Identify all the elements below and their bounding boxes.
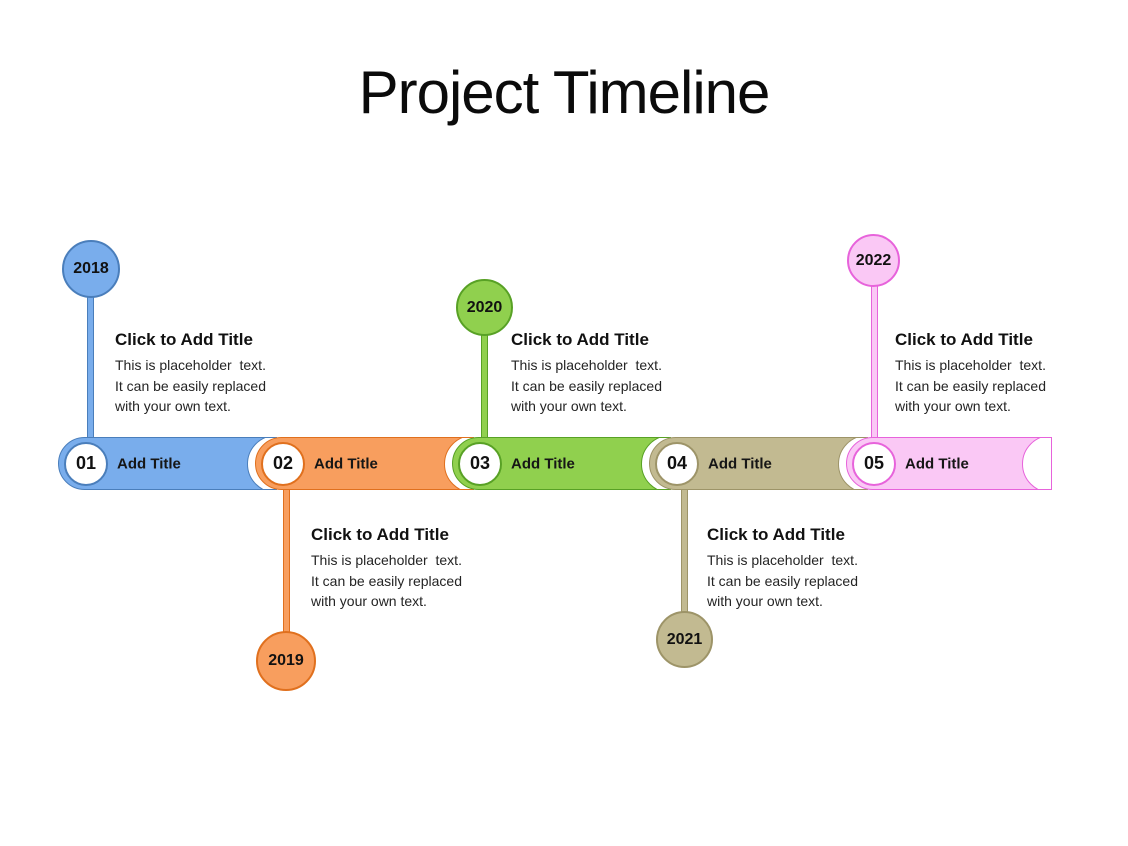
segment-title-placeholder[interactable]: Add Title (511, 455, 575, 472)
placeholder-text-block: Click to Add Title This is placeholder t… (115, 330, 330, 417)
placeholder-body[interactable]: This is placeholder text. It can be easi… (707, 552, 858, 609)
slide-title[interactable]: Project Timeline (358, 59, 771, 126)
placeholder-body[interactable]: This is placeholder text. It can be easi… (895, 357, 1046, 414)
segment-title-placeholder[interactable]: Add Title (117, 455, 181, 472)
year-badge[interactable]: 2021 (656, 611, 713, 668)
segment-title-placeholder[interactable]: Add Title (314, 455, 378, 472)
placeholder-text-block: Click to Add Title This is placeholder t… (311, 525, 526, 612)
segment-title-placeholder[interactable]: Add Title (708, 455, 772, 472)
placeholder-heading[interactable]: Click to Add Title (511, 330, 649, 349)
placeholder-heading[interactable]: Click to Add Title (115, 330, 253, 349)
step-number-badge: 01 (64, 441, 108, 486)
placeholder-text-block: Click to Add Title This is placeholder t… (895, 330, 1110, 417)
year-badge[interactable]: 2019 (256, 631, 316, 691)
placeholder-heading[interactable]: Click to Add Title (895, 330, 1033, 349)
year-badge[interactable]: 2022 (847, 234, 900, 287)
timeline-segment[interactable]: 04 Add Title (649, 437, 868, 490)
timeline-band: 01 Add Title 02 Add Title 03 Add Title 0… (58, 437, 1052, 490)
timeline-segment[interactable]: 03 Add Title (452, 437, 671, 490)
placeholder-body[interactable]: This is placeholder text. It can be easi… (115, 357, 266, 414)
placeholder-body[interactable]: This is placeholder text. It can be easi… (311, 552, 462, 609)
step-number-badge: 03 (458, 441, 502, 486)
placeholder-text-block: Click to Add Title This is placeholder t… (707, 525, 922, 612)
placeholder-heading[interactable]: Click to Add Title (311, 525, 449, 544)
step-number-badge: 04 (655, 441, 699, 486)
step-number-badge: 05 (852, 441, 896, 486)
placeholder-body[interactable]: This is placeholder text. It can be easi… (511, 357, 662, 414)
year-badge[interactable]: 2020 (456, 279, 513, 336)
segment-title-placeholder[interactable]: Add Title (905, 455, 969, 472)
timeline-segment[interactable]: 02 Add Title (255, 437, 474, 490)
timeline-segment[interactable]: 05 Add Title (846, 437, 1052, 490)
placeholder-text-block: Click to Add Title This is placeholder t… (511, 330, 726, 417)
timeline-segment[interactable]: 01 Add Title (58, 437, 277, 490)
placeholder-heading[interactable]: Click to Add Title (707, 525, 845, 544)
segment-end-notch (1022, 438, 1051, 489)
step-number-badge: 02 (261, 441, 305, 486)
year-badge[interactable]: 2018 (62, 240, 120, 298)
